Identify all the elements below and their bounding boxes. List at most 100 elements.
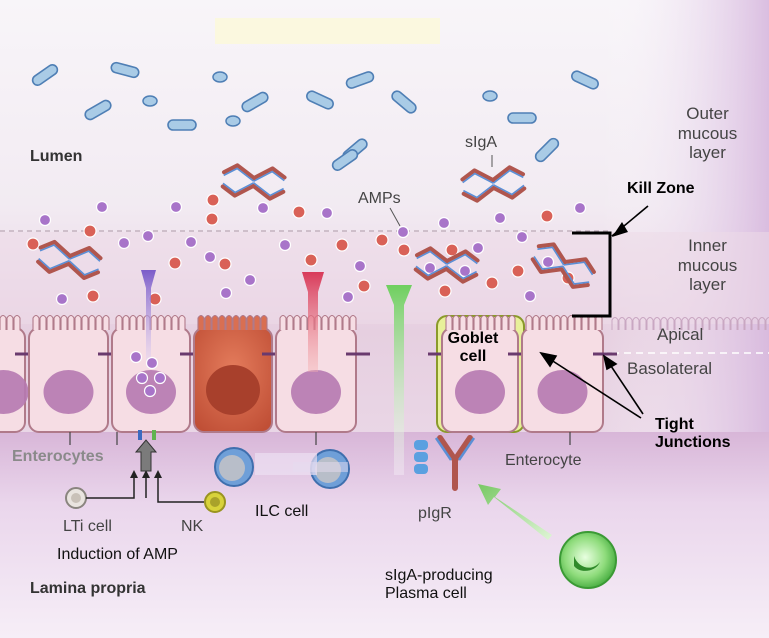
nucleus [291,370,341,414]
amp-particle [86,289,100,303]
amp-particle [515,230,529,244]
bacterium [571,70,599,90]
bacterium [142,95,158,107]
plasma-secretion-arrow [478,484,552,540]
amp-particle [38,213,52,227]
amp-particle [375,233,389,247]
amp-particle [540,209,554,223]
siga-antibody [413,246,480,284]
amp-particle [437,216,451,230]
lti-cell-icon [65,487,87,509]
siga-antibody [220,163,287,201]
plasma-cell-icon [559,531,617,589]
bacterium [391,90,417,114]
amp-particle [95,200,109,214]
lti-cell-label: LTi cell [63,518,112,535]
antibodies-group [36,155,596,289]
enterocyte-ticks [69,432,571,445]
nucleus [537,370,588,414]
induction-arrows [86,476,204,503]
bacterium [225,115,241,127]
bacterium [212,71,228,83]
amp-particle [458,264,472,278]
amp-particle [423,261,437,275]
ilc-cell-label: ILC cell [255,503,309,520]
amps-label: AMPs [358,190,401,207]
purple-secretion-arrow [141,270,156,365]
amp-particle [541,255,555,269]
amp-induction-arrow [134,439,158,472]
amp-particle [320,206,334,220]
tight-junctions-label: Tight Junctions [655,416,731,452]
nk-cell-icon [204,491,226,513]
amp-particle [493,211,507,225]
amp-particle [485,276,499,290]
amp-particle [396,225,410,239]
epithelial-cell [441,314,532,433]
amp-particle [26,237,40,251]
amp-particle [168,256,182,270]
amp-particle [335,238,349,252]
red-secretion-arrow [302,272,324,372]
nucleus [455,370,505,414]
amp-particle [141,229,155,243]
amp-particle [438,284,452,298]
amp-particle [292,205,306,219]
amp-particle [357,279,371,293]
green-transcytosis-arrow [386,285,412,475]
outer-mucous-label: Outer mucous layer [677,104,738,163]
epithelial-cell [521,314,617,433]
amp-particle [184,235,198,249]
amp-particle [573,201,587,215]
apical-label: Apical [657,325,704,344]
bacterium [331,149,359,171]
amp-particle [445,243,459,257]
kill-zone-label: Kill Zone [627,180,695,197]
amp-particle [256,201,270,215]
amp-particle [341,290,355,304]
nucleus [206,365,260,415]
basolateral-label: Basolateral [627,359,713,378]
tight-junction-arrows [539,351,644,419]
bacterium [84,99,112,121]
amp-particle [523,289,537,303]
amps-group [26,193,587,306]
amp-particle [206,193,220,207]
siga-antibody [460,165,527,203]
amp-particle [55,292,69,306]
amp-particle [218,257,232,271]
lamina-propria-label: Lamina propria [30,580,146,597]
amp-particle [243,273,257,287]
amp-particle [397,243,411,257]
bacterium [482,90,498,102]
amp-particle [511,264,525,278]
bacteria-group [31,61,599,171]
induction-label: Induction of AMP [57,546,178,563]
pigr-label: pIgR [418,505,452,522]
amp-particle [117,236,131,250]
plasma-cell-label: sIgA-producing Plasma cell [385,567,493,603]
bacterium [31,64,59,86]
bacterium [306,90,334,110]
epithelial-cell [0,314,39,433]
amp-particle [278,238,292,252]
amp-particle [203,250,217,264]
amp-particle [353,259,367,273]
bacterium [534,137,560,163]
nucleus [43,370,94,414]
siga-antibody [530,242,596,289]
epithelial-cell [28,314,122,433]
amp-particle [471,241,485,255]
nk-label: NK [181,518,204,535]
amp-vesicles [129,350,167,398]
siga-label: sIgA [465,134,498,151]
amp-particle [205,212,219,226]
amp-particle [83,224,97,238]
inner-mucous-label: Inner mucous layer [677,236,738,295]
amp-particle [169,200,183,214]
kill-zone-bracket [572,231,612,318]
lumen-label: Lumen [30,148,83,165]
amp-particle [219,286,233,300]
